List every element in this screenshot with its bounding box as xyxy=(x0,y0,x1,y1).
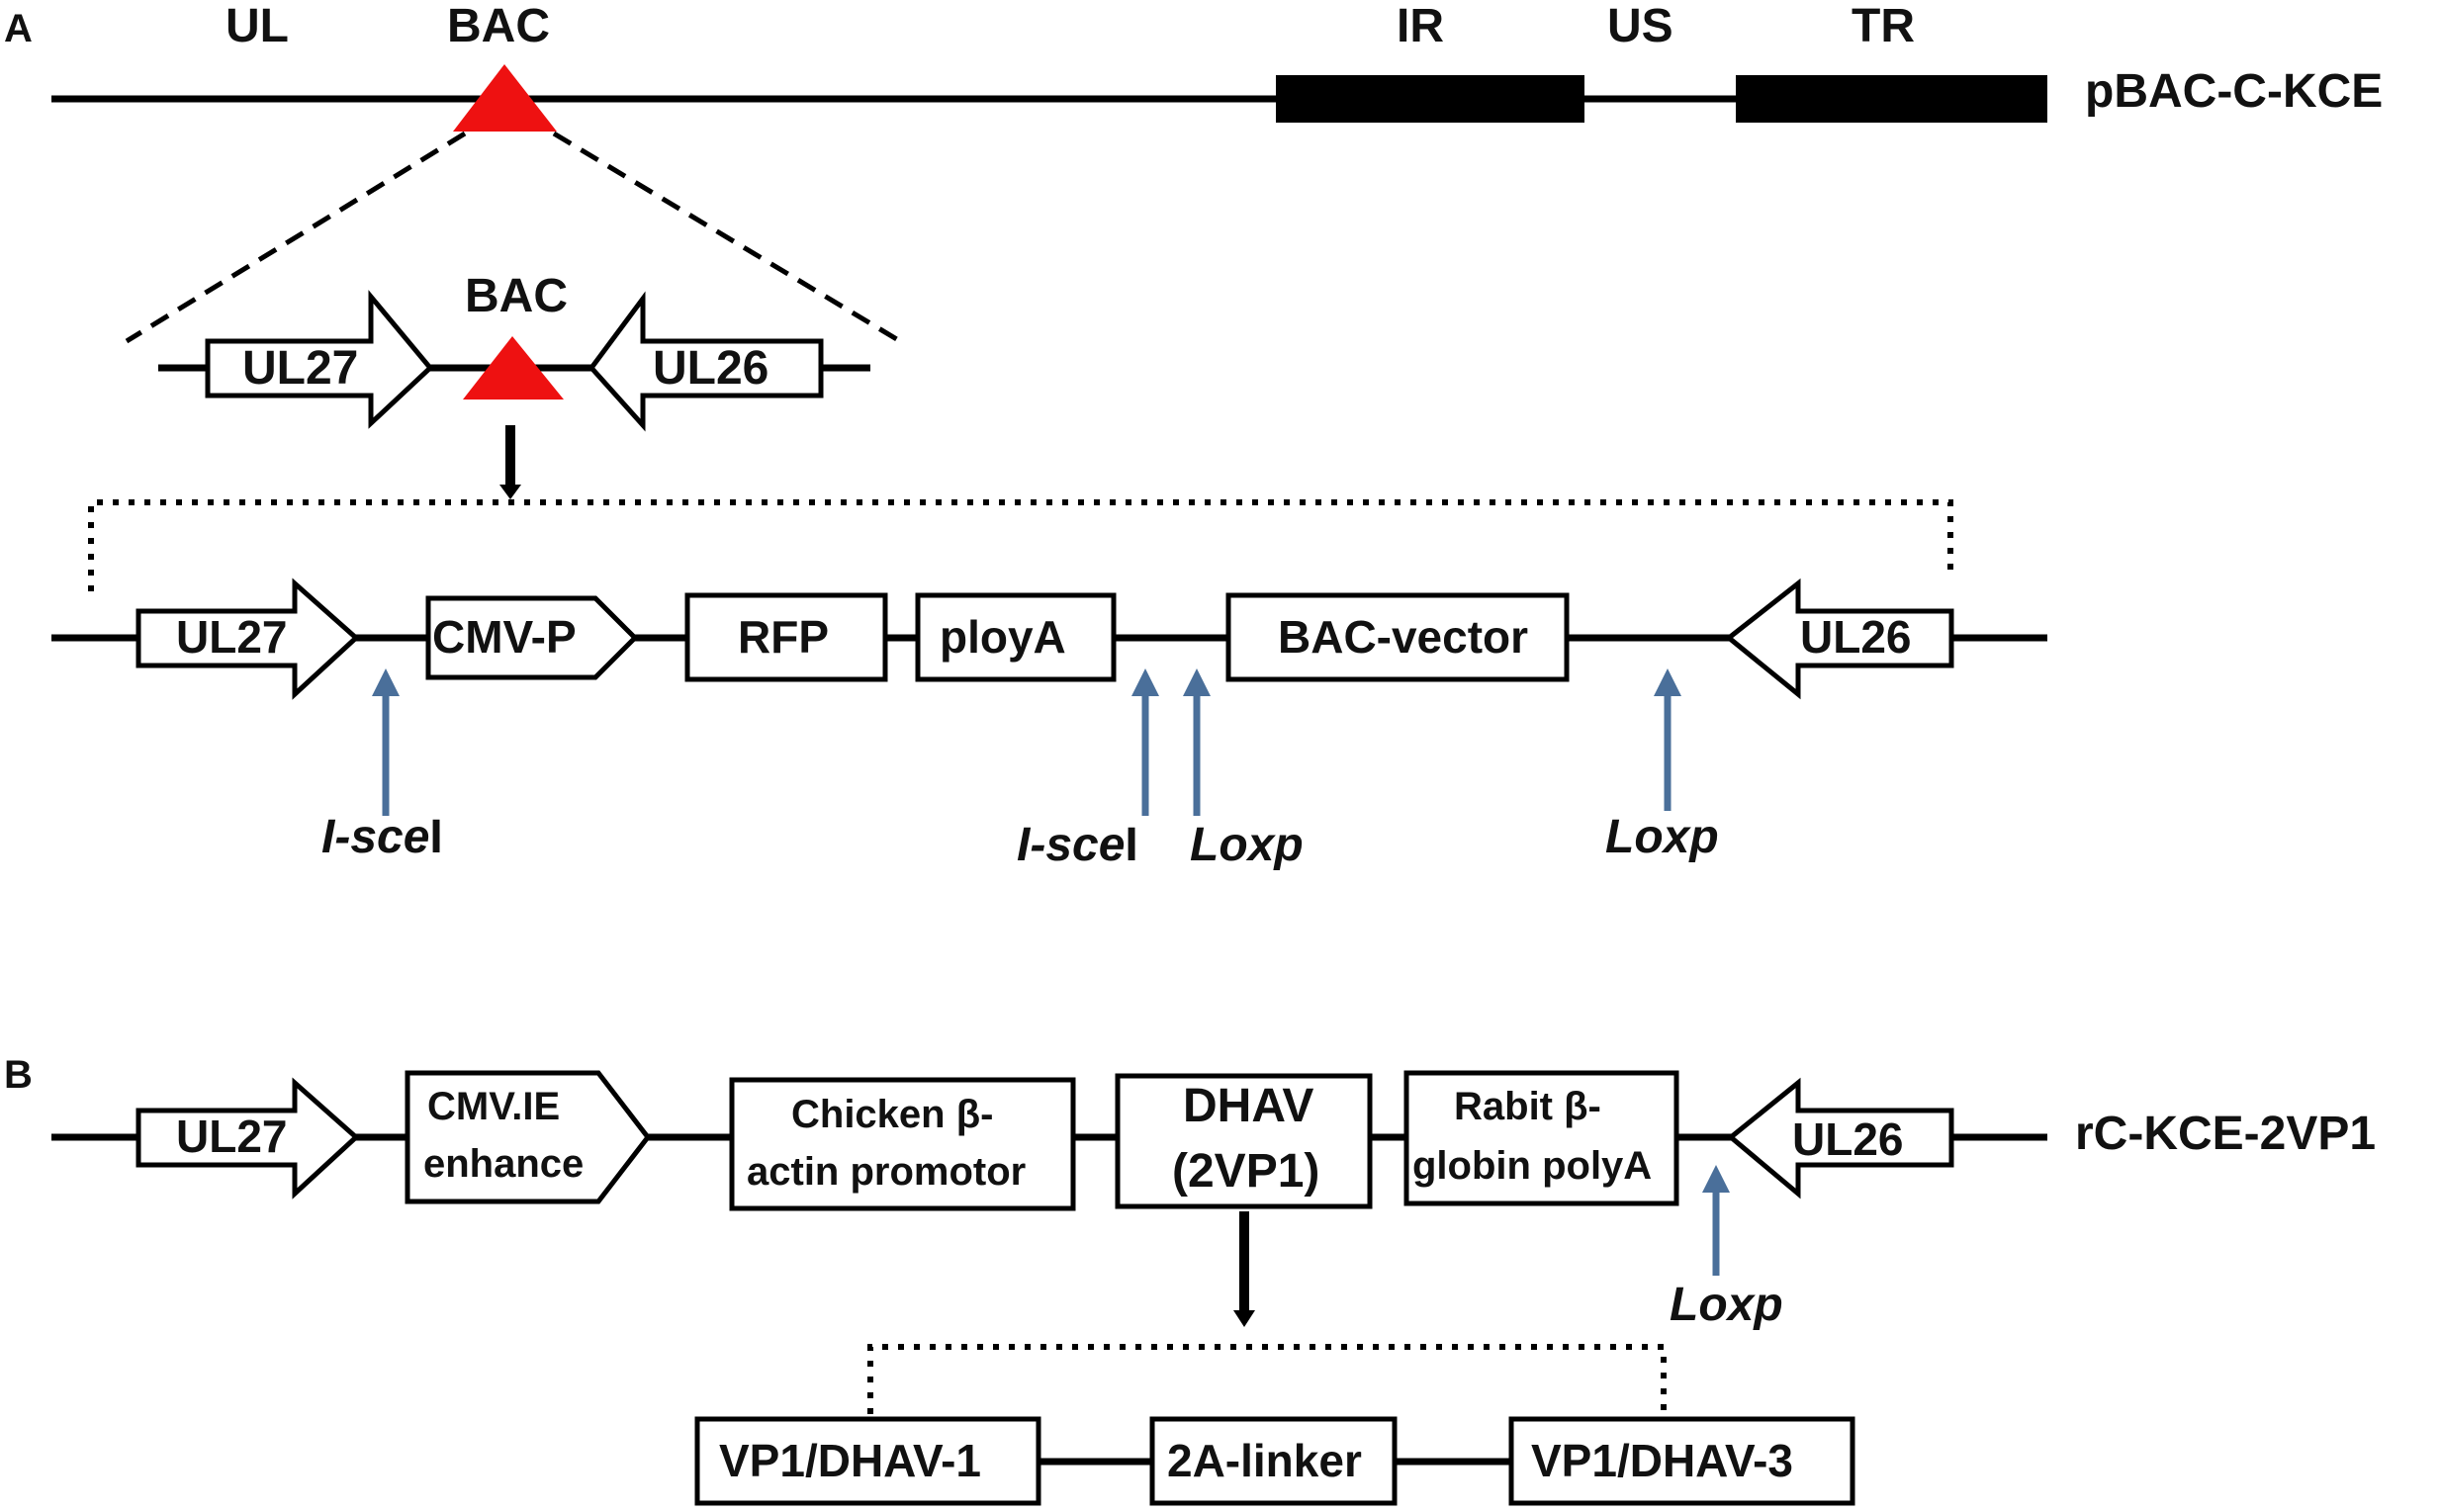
isce1-label-b-suffix: I xyxy=(1125,819,1137,871)
bac-marker xyxy=(453,64,557,132)
chicken-promoter-line1: Chicken β- xyxy=(791,1093,993,1136)
insert-ul27-arrow xyxy=(205,290,434,429)
bac-label: BAC xyxy=(447,0,550,52)
linker-box xyxy=(1149,1416,1398,1506)
bac-vector-label: BAC-vector xyxy=(1278,611,1528,663)
rabbit-polya-box xyxy=(1403,1070,1679,1206)
cassette-a-ul27-label: UL27 xyxy=(176,611,287,663)
isce1-label-a: I-sceI xyxy=(321,811,443,863)
isce1-label-b-italic: I-sce xyxy=(1017,819,1125,871)
insert-bac-marker xyxy=(463,336,564,400)
cassette-a-ul26-arrow xyxy=(1724,578,1954,700)
enhancer-line2: enhance xyxy=(423,1142,584,1186)
fusion-row: VP1/DHAV-1 2A-linker VP1/DHAV-3 xyxy=(694,1416,1855,1506)
dhav-line1: DHAV xyxy=(1183,1080,1313,1132)
bac-vector-box xyxy=(1225,592,1570,682)
polya-box xyxy=(915,592,1117,682)
genome-map: UL BAC IR US TR pBAC-C-KCE xyxy=(51,0,2383,132)
tr-block xyxy=(1736,75,2047,123)
tr-label: TR xyxy=(1852,0,1915,52)
cmv-p-label: CMV-P xyxy=(432,611,577,663)
ul-label: UL xyxy=(226,0,289,52)
fusion-bracket xyxy=(867,1344,1667,1414)
loxp-label-c: Loxp xyxy=(1670,1279,1783,1331)
rabbit-polya-line1: Rabit β- xyxy=(1454,1085,1601,1128)
us-label: US xyxy=(1607,0,1673,52)
insert-bac-label: BAC xyxy=(465,270,568,322)
insert-ul27-label: UL27 xyxy=(242,342,358,395)
vp1-dhav3-box xyxy=(1508,1416,1855,1506)
rfp-box xyxy=(684,592,888,682)
cassette-a-ul27-arrow xyxy=(136,578,360,700)
isce1-label-b: I-sceI xyxy=(1017,819,1138,871)
ir-block xyxy=(1276,75,1584,123)
loxp-label-b: Loxp xyxy=(1605,811,1719,863)
dhav-line2: (2VP1) xyxy=(1172,1145,1319,1198)
cassette-b-ul27-label: UL27 xyxy=(176,1111,287,1162)
cassette-a: UL27 CMV-P RFP ployA BAC-vector UL26 xyxy=(51,578,2047,700)
expand-arrowhead-b xyxy=(1233,1310,1255,1327)
cassette-b-ul27-arrow xyxy=(136,1077,360,1200)
rabbit-polya-line2: globin polyA xyxy=(1412,1144,1652,1188)
enhancer-box xyxy=(405,1070,652,1204)
loxp-label-a: Loxp xyxy=(1190,819,1304,871)
cassette-b-ul26-arrow xyxy=(1727,1077,1954,1200)
vp1-dhav3-label: VP1/DHAV-3 xyxy=(1531,1435,1793,1486)
construct-name: rC-KCE-2VP1 xyxy=(2075,1108,2376,1160)
linker-label: 2A-linker xyxy=(1167,1435,1362,1486)
vp1-dhav1-box xyxy=(694,1416,1041,1506)
dhav-box xyxy=(1115,1073,1373,1209)
cassette-b: UL27 CMV.IE enhance Chicken β- actin pro… xyxy=(51,1070,2376,1211)
zoom-dash-left xyxy=(125,131,467,344)
isce1-label-a-suffix: I xyxy=(429,811,442,863)
chicken-promoter-line2: actin promotor xyxy=(747,1150,1026,1194)
vp1-dhav1-label: VP1/DHAV-1 xyxy=(719,1435,981,1486)
cassette-b-ul26-label: UL26 xyxy=(1792,1113,1903,1165)
cassette-bracket-a xyxy=(88,499,1953,591)
isce1-label-a-italic: I-sce xyxy=(321,811,429,863)
insert-region: UL27 BAC UL26 xyxy=(158,270,870,432)
cassette-a-ul26-label: UL26 xyxy=(1800,611,1911,663)
insert-ul26-label: UL26 xyxy=(653,342,768,395)
panel-b-letter: B xyxy=(4,1053,33,1097)
panel-a-letter: A xyxy=(4,7,33,50)
rfp-label: RFP xyxy=(738,611,829,663)
ir-label: IR xyxy=(1397,0,1444,52)
zoom-dash-right xyxy=(552,131,902,344)
chicken-promoter-box xyxy=(729,1077,1076,1211)
expand-arrowhead-a xyxy=(499,485,521,499)
insert-ul26-arrow xyxy=(587,291,824,432)
genome-name: pBAC-C-KCE xyxy=(2085,65,2383,118)
cmv-p-box xyxy=(425,595,639,680)
enhancer-line1: CMV.IE xyxy=(427,1085,560,1128)
polya-label: ployA xyxy=(940,611,1066,663)
